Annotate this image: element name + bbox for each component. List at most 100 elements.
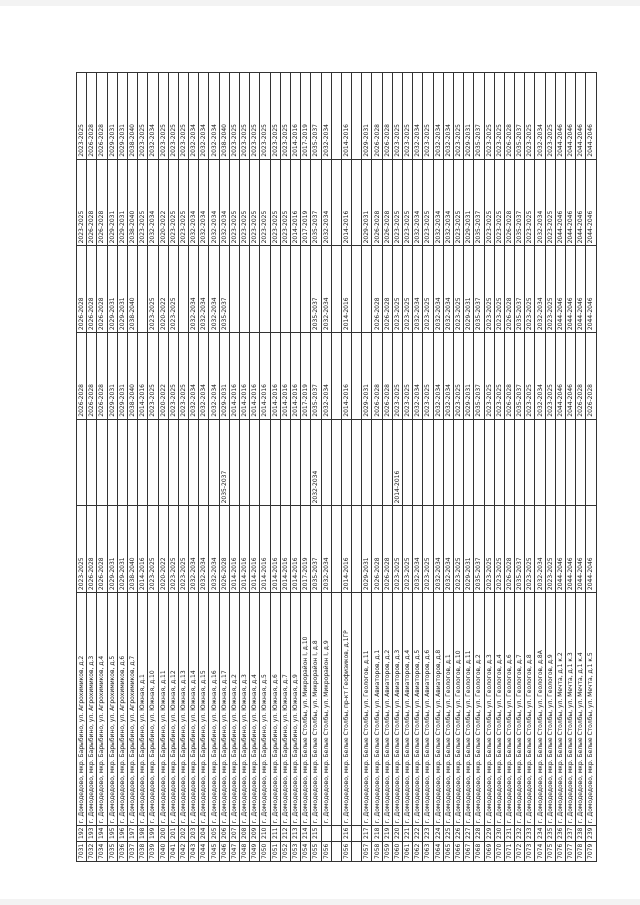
cell-p5: 2023-2025 bbox=[422, 159, 434, 246]
cell-no: 233 bbox=[524, 825, 535, 842]
cell-p5: 2014-2016 bbox=[290, 159, 301, 246]
cell-p1 bbox=[331, 505, 342, 593]
cell-no: 234 bbox=[534, 825, 546, 842]
cell-p6: 2029-2031 bbox=[107, 72, 118, 160]
cell-id: 7035 bbox=[107, 841, 118, 862]
cell-id bbox=[331, 841, 342, 862]
cell-p5: 2044-2046 bbox=[555, 159, 566, 246]
cell-p4: 2026-2028 bbox=[504, 245, 515, 333]
cell-p4: 2020-2022 bbox=[158, 245, 169, 333]
cell-addr: г. Домодедово, мкр. Барыбино, ул. Южная,… bbox=[290, 592, 301, 826]
cell-p3: 2023-2025 bbox=[524, 332, 535, 420]
cell-p4 bbox=[178, 245, 189, 333]
cell-addr: г. Домодедово, мкр. Белые Столбы, ул. Ге… bbox=[524, 592, 535, 826]
cell-id: 7070 bbox=[494, 841, 505, 862]
cell-p3: 2014-2016 bbox=[137, 332, 148, 420]
cell-p2 bbox=[178, 419, 189, 506]
cell-addr: г. Домодедово, мкр. Барыбино, ул. Южная,… bbox=[147, 592, 158, 826]
cell-p5 bbox=[331, 159, 342, 246]
cell-addr: г. Домодедово, мкр. Белые Столбы, ул. Ав… bbox=[382, 592, 393, 826]
cell-no: 206 bbox=[219, 825, 230, 842]
cell-p3: 2026-2028 bbox=[371, 332, 383, 420]
cell-p6: 2023-2025 bbox=[76, 72, 87, 160]
cell-p6: 2026-2028 bbox=[86, 72, 97, 160]
cell-addr: г. Домодедово, мкр. Барыбино, ул. Агрохи… bbox=[127, 592, 138, 826]
cell-id: 7060 bbox=[392, 841, 403, 862]
cell-p2 bbox=[188, 419, 199, 506]
cell-p4: 2035-2037 bbox=[219, 245, 230, 333]
cell-id: 7046 bbox=[219, 841, 230, 862]
cell-p5: 2023-2025 bbox=[484, 159, 495, 246]
cell-addr: г. Домодедово, мкр. Барыбино, ул. Южная,… bbox=[249, 592, 260, 826]
cell-p5: 2032-2034 bbox=[443, 159, 454, 246]
cell-addr: г. Домодедово, мкр. Барыбино, ул. Южная,… bbox=[280, 592, 291, 826]
cell-no: 196 bbox=[117, 825, 128, 842]
cell-p5: 2044-2046 bbox=[585, 159, 597, 246]
cell-p3: 2014-2016 bbox=[259, 332, 271, 420]
cell-addr: г. Домодедово, мкр. Белые Столбы, ул. Ге… bbox=[473, 592, 484, 826]
cell-p4 bbox=[280, 245, 291, 333]
cell-p6: 2032-2034 bbox=[443, 72, 454, 160]
cell-addr: г. Домодедово, мкр. Белые Столбы, ул. Ме… bbox=[585, 592, 597, 826]
cell-p1: 2029-2031 bbox=[463, 505, 474, 593]
cell-p4 bbox=[137, 245, 148, 333]
cell-p3: 2032-2034 bbox=[188, 332, 199, 420]
cell-p2 bbox=[412, 419, 423, 506]
cell-p6: 2044-2046 bbox=[585, 72, 597, 160]
cell-p3: 2035-2037 bbox=[310, 332, 321, 420]
cell-p4: 2023-2025 bbox=[168, 245, 179, 333]
cell-p3: 2032-2034 bbox=[321, 332, 332, 420]
cell-id: 7068 bbox=[473, 841, 484, 862]
cell-p1: 2014-2016 bbox=[290, 505, 301, 593]
cell-p2 bbox=[158, 419, 169, 506]
cell-p6: 2026-2028 bbox=[96, 72, 108, 160]
cell-p6: 2032-2034 bbox=[147, 72, 158, 160]
cell-no: 236 bbox=[555, 825, 566, 842]
cell-id: 7050 bbox=[259, 841, 271, 862]
cell-addr: г. Домодедово, мкр. Барыбино, ул. Агрохи… bbox=[86, 592, 97, 826]
cell-p4: 2023-2025 bbox=[422, 245, 434, 333]
cell-id: 7062 bbox=[412, 841, 423, 862]
cell-p3: 2014-2016 bbox=[229, 332, 240, 420]
scan-edge-bottom bbox=[0, 899, 640, 905]
cell-id: 7041 bbox=[168, 841, 179, 862]
cell-id: 7037 bbox=[127, 841, 138, 862]
cell-p4 bbox=[361, 245, 372, 333]
cell-p1: 2044-2046 bbox=[555, 505, 566, 593]
cell-p3: 2014-2016 bbox=[280, 332, 291, 420]
cell-p3: 2023-2025 bbox=[453, 332, 464, 420]
cell-p5: 2023-2025 bbox=[137, 159, 148, 246]
cell-addr: г. Домодедово, мкр. Белые Столбы, ул. Ав… bbox=[402, 592, 413, 826]
cell-p1: 2026-2028 bbox=[96, 505, 108, 593]
cell-p4: 2044-2046 bbox=[585, 245, 597, 333]
cell-id: 7054 bbox=[300, 841, 311, 862]
cell-p4: 2029-2031 bbox=[117, 245, 128, 333]
cell-p1: 2023-2025 bbox=[76, 505, 87, 593]
cell-p3: 2023-2025 bbox=[484, 332, 495, 420]
cell-p6: 2029-2031 bbox=[463, 72, 474, 160]
cell-p6: 2026-2028 bbox=[382, 72, 393, 160]
cell-p3: 2032-2034 bbox=[433, 332, 444, 420]
cell-no: 199 bbox=[147, 825, 158, 842]
cell-p4: 2023-2025 bbox=[453, 245, 464, 333]
cell-p6: 2023-2025 bbox=[239, 72, 250, 160]
cell-id: 7075 bbox=[545, 841, 556, 862]
cell-no: 231 bbox=[504, 825, 515, 842]
cell-p2 bbox=[555, 419, 566, 506]
cell-p6: 2014-2016 bbox=[341, 72, 352, 160]
cell-addr: г. Домодедово, мкр. Барыбино, ул. Агрохи… bbox=[107, 592, 118, 826]
cell-p4: 2032-2034 bbox=[433, 245, 444, 333]
cell-p3: 2029-2031 bbox=[463, 332, 474, 420]
cell-no: 214 bbox=[300, 825, 311, 842]
cell-p3: 2023-2025 bbox=[402, 332, 413, 420]
cell-addr: г. Домодедово, мкр. Белые Столбы, ул. Ге… bbox=[545, 592, 556, 826]
